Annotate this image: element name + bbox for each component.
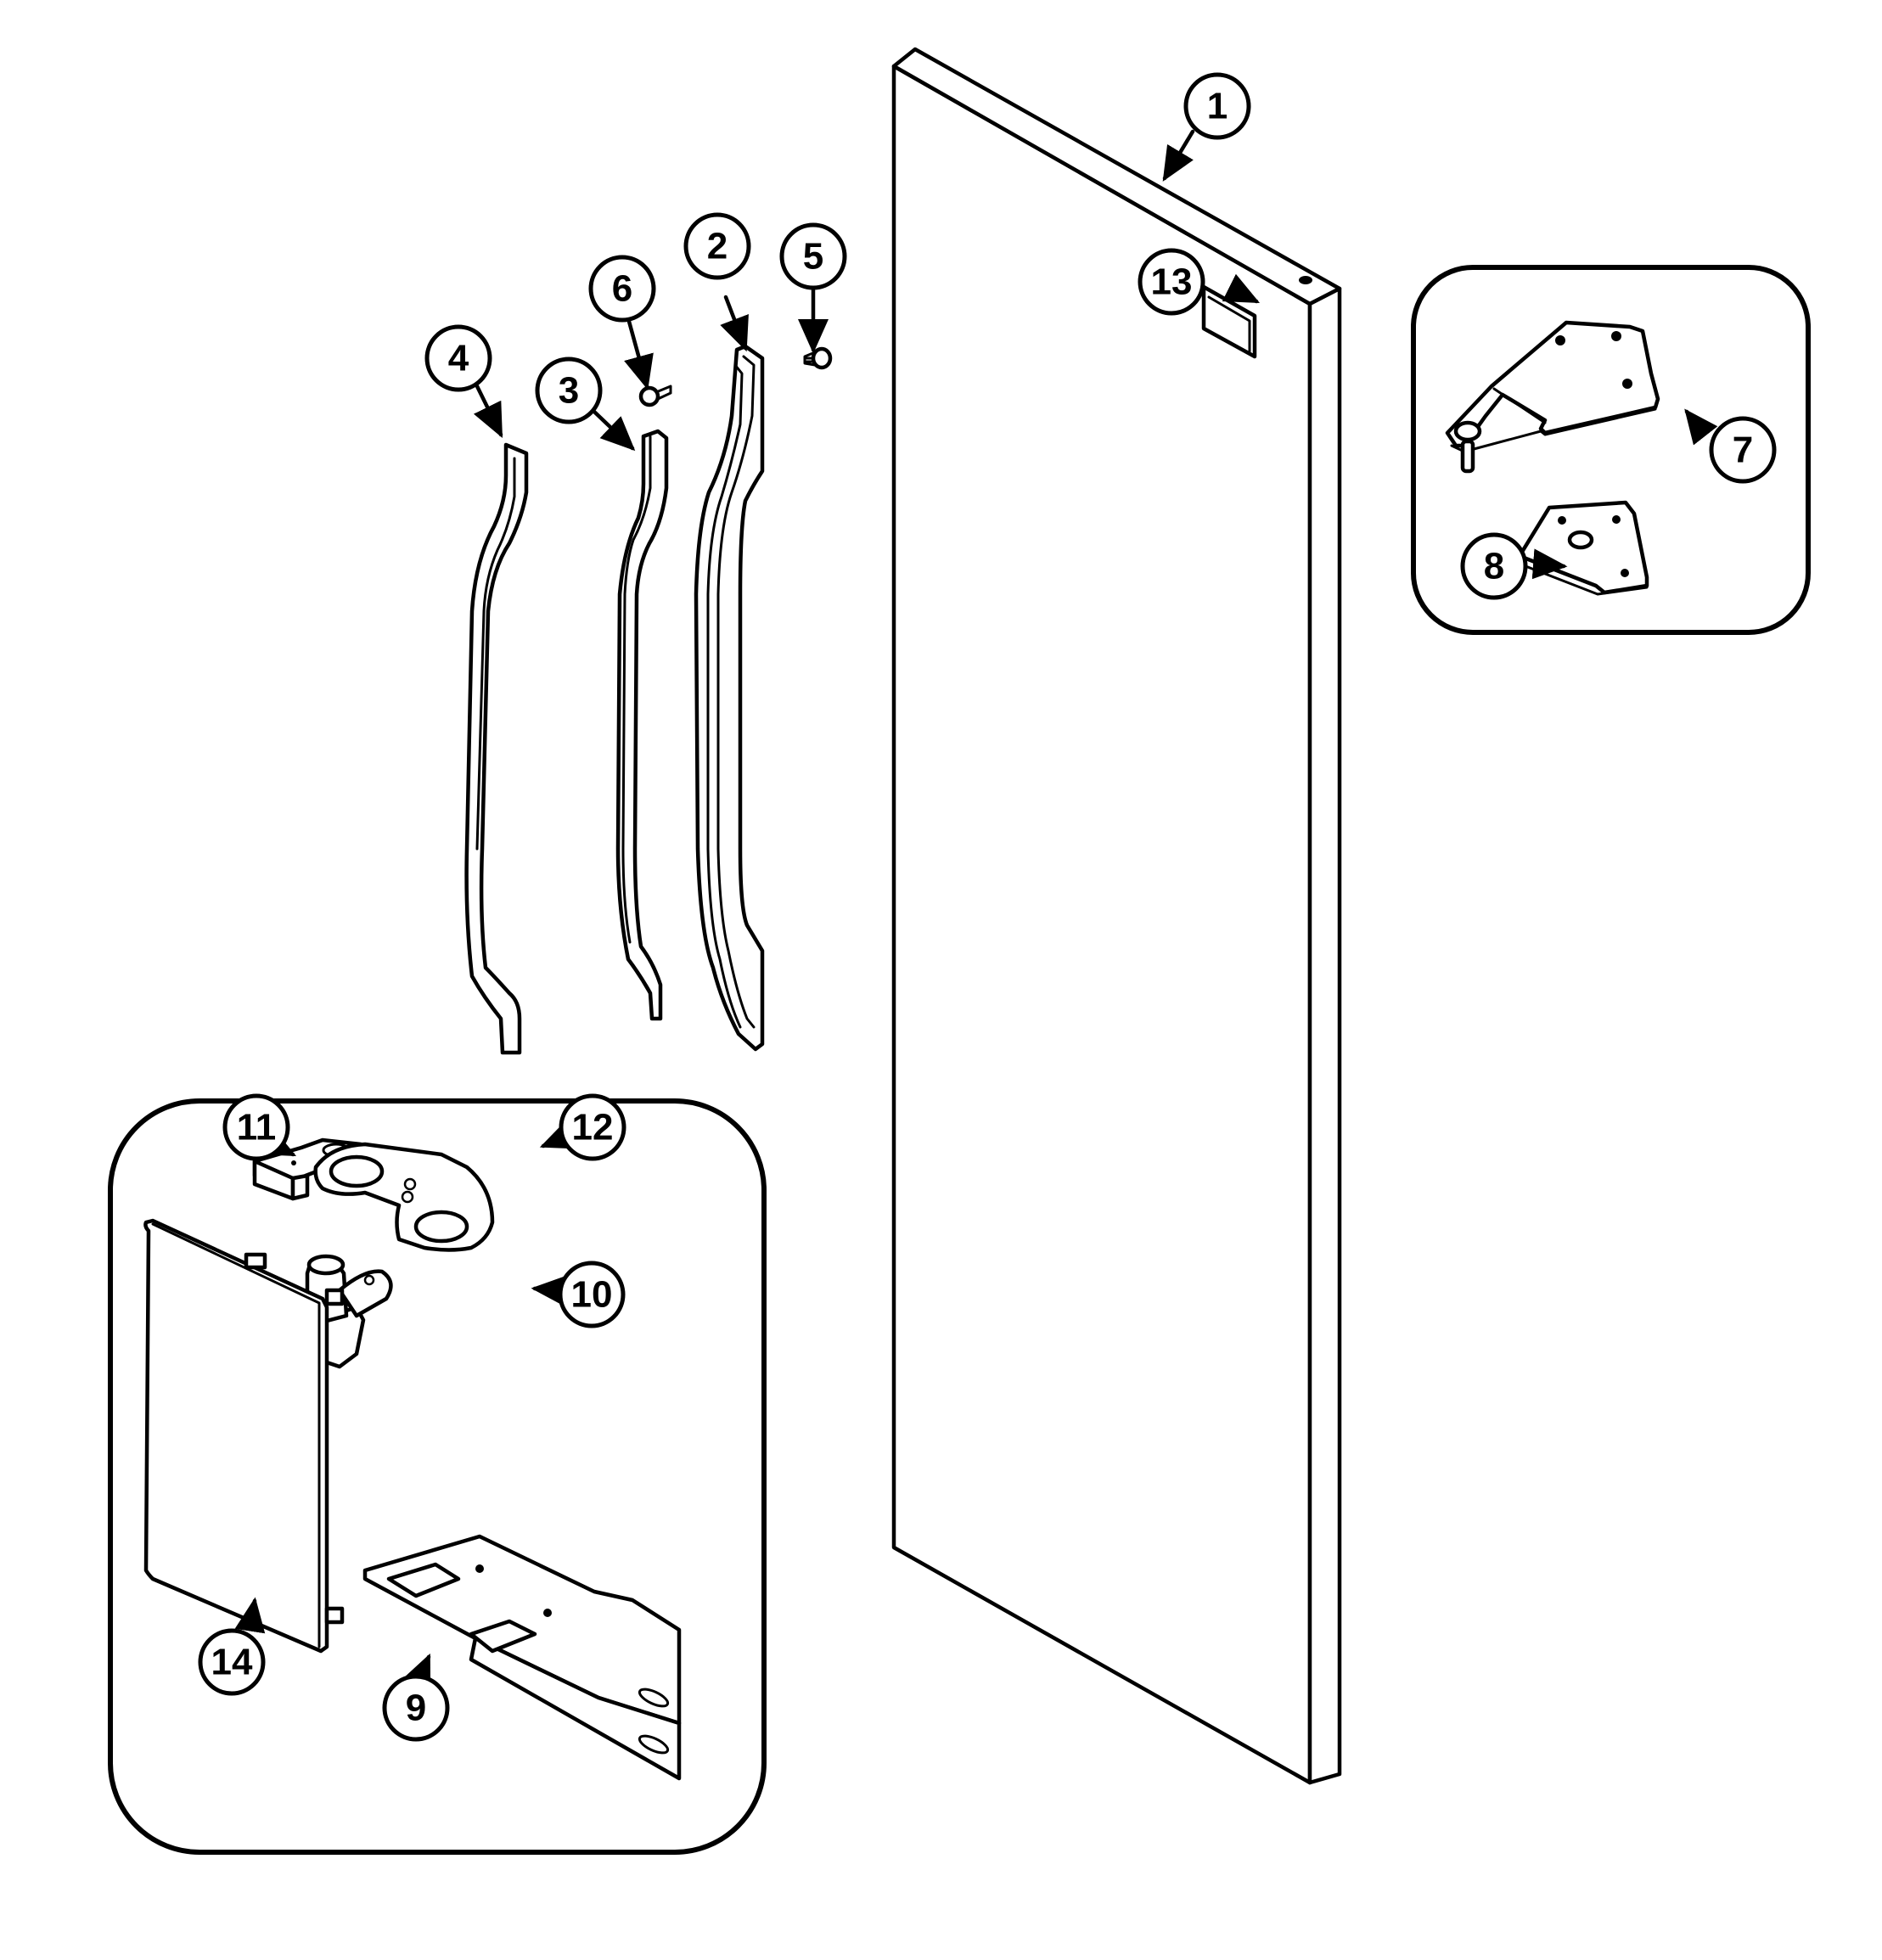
callout-1[interactable]: 1 xyxy=(1183,72,1251,140)
bottom-hinge-inset xyxy=(108,1098,767,1855)
hinge-cam[interactable] xyxy=(313,1142,495,1252)
svg-text:6: 6 xyxy=(612,268,632,310)
svg-text:9: 9 xyxy=(406,1688,426,1729)
door-panel[interactable] xyxy=(891,47,1342,1785)
svg-text:12: 12 xyxy=(572,1107,614,1148)
callout-7[interactable]: 7 xyxy=(1709,416,1777,484)
callout-9[interactable]: 9 xyxy=(382,1674,450,1742)
svg-text:13: 13 xyxy=(1151,261,1193,303)
door-label-plug[interactable] xyxy=(1201,284,1257,359)
screw[interactable] xyxy=(803,346,833,370)
callout-12[interactable]: 12 xyxy=(559,1093,626,1161)
svg-text:3: 3 xyxy=(559,370,579,412)
hinge-cover[interactable] xyxy=(143,1218,345,1654)
svg-text:10: 10 xyxy=(571,1274,613,1316)
top-hinge[interactable] xyxy=(1445,320,1660,474)
svg-text:5: 5 xyxy=(803,236,823,278)
svg-text:2: 2 xyxy=(707,226,728,267)
callout-4[interactable]: 4 xyxy=(424,324,492,392)
svg-text:8: 8 xyxy=(1484,546,1504,587)
callout-5[interactable]: 5 xyxy=(779,222,847,290)
callout-10[interactable]: 10 xyxy=(558,1261,626,1328)
callout-13[interactable]: 13 xyxy=(1138,248,1205,316)
door-handle-trim-inner[interactable] xyxy=(615,429,669,1021)
screw-small[interactable] xyxy=(638,385,672,407)
callout-6[interactable]: 6 xyxy=(588,255,656,323)
top-hinge-inset xyxy=(1411,265,1811,635)
svg-text:11: 11 xyxy=(237,1107,277,1148)
callout-3[interactable]: 3 xyxy=(535,357,603,424)
callout-2[interactable]: 2 xyxy=(683,212,751,280)
leader-lines xyxy=(234,129,1718,1692)
svg-text:4: 4 xyxy=(448,338,469,379)
door-handle-trim-outer[interactable] xyxy=(464,442,529,1055)
svg-text:1: 1 xyxy=(1207,86,1228,127)
svg-text:7: 7 xyxy=(1733,430,1753,471)
bottom-hinge-bracket[interactable] xyxy=(362,1534,682,1781)
hinge-shim-plate[interactable] xyxy=(1517,500,1649,596)
callout-14[interactable]: 14 xyxy=(198,1628,266,1696)
svg-text:14: 14 xyxy=(211,1642,253,1683)
door-gasket-long[interactable] xyxy=(694,344,765,1052)
callout-8[interactable]: 8 xyxy=(1460,532,1528,600)
callout-11[interactable]: 11 xyxy=(222,1093,290,1161)
